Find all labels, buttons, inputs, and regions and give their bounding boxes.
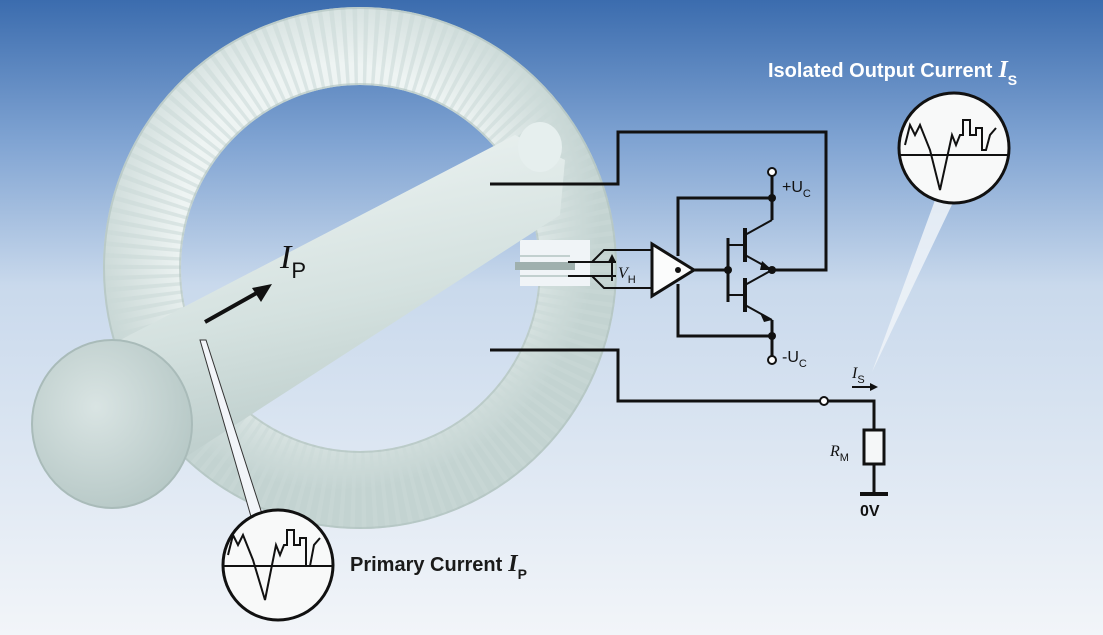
secondary-winding-bottom-lead [490, 348, 822, 403]
positive-supply-terminal [767, 167, 777, 177]
output-current-symbol: IS [851, 365, 865, 386]
output-terminal [819, 396, 829, 406]
primary-conductor [31, 122, 565, 509]
primary-waveform-trace [227, 529, 321, 601]
ground-label: 0V [860, 503, 880, 520]
negative-supply-label: -UC [782, 349, 807, 370]
hall-voltage-label: VH [618, 265, 636, 286]
conductor-end-face [31, 339, 193, 509]
output-waveform-trace [904, 119, 997, 191]
amplifier [650, 241, 697, 299]
output-waveform-inset [897, 91, 1011, 205]
current-direction-arrow [204, 284, 272, 324]
resistor-label: RM [829, 443, 849, 464]
push-pull-output-stage [724, 175, 776, 356]
secondary-winding-top-lead [490, 130, 828, 272]
negative-supply-terminal [767, 355, 777, 365]
primary-waveform-inset [221, 508, 335, 622]
conductor-current-symbol: IP [279, 239, 306, 283]
sensor-circuit: VH [490, 130, 888, 520]
hall-element [515, 262, 575, 270]
positive-supply-label: +UC [782, 179, 811, 200]
measuring-resistor [862, 428, 886, 466]
output-callout-pointer [872, 192, 958, 372]
